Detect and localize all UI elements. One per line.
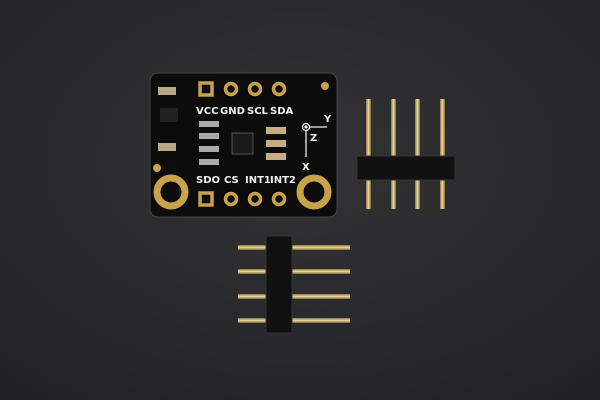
horizontal-pin-header xyxy=(238,235,350,334)
axis-label-y: Y xyxy=(323,114,332,125)
pin-label: INT1 xyxy=(245,175,271,186)
bottom-pads xyxy=(198,191,287,207)
capacitor xyxy=(158,143,176,151)
axis-label-z: Z xyxy=(310,133,317,144)
mounting-hole xyxy=(296,174,332,210)
axis-symbol xyxy=(301,122,327,157)
axis-label-x: X xyxy=(302,162,310,173)
regulator-chip xyxy=(160,108,178,122)
pin-label: VCC xyxy=(196,106,218,117)
capacitor xyxy=(158,87,176,95)
pin-label: CS xyxy=(224,175,239,186)
pin-label: SDA xyxy=(270,106,294,117)
sensor-board: VCC GND SCL SDA SDO CS INT1 INT2 Y Z X xyxy=(149,72,338,218)
top-pads xyxy=(198,81,287,97)
pin-label: GND xyxy=(220,106,245,117)
pin-label: INT2 xyxy=(270,175,296,186)
pin-label: SCL xyxy=(247,106,269,117)
accelerometer-chip xyxy=(231,132,254,155)
mounting-hole xyxy=(153,174,189,210)
vertical-pin-header xyxy=(356,99,456,209)
pin-label: SDO xyxy=(196,175,220,186)
